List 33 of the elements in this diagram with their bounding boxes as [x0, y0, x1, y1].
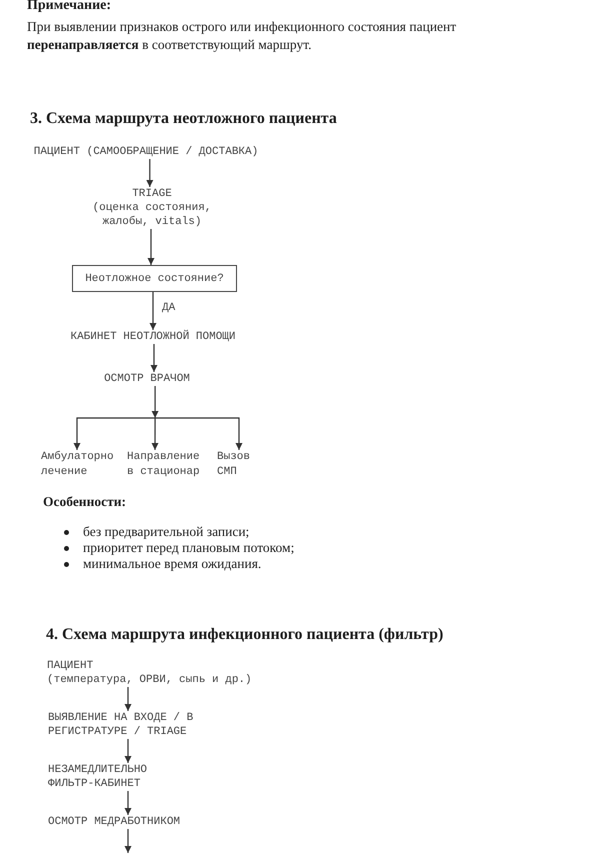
arrow: [148, 229, 154, 265]
arrow: [124, 829, 132, 853]
step-label: ВЫЯВЛЕНИЕ НА ВХОДЕ / В РЕГИСТРАТУРЕ / TRIAGE: [48, 711, 200, 739]
step-label: ОСМОТР ВРАЧОМ: [104, 372, 190, 386]
list-item: минимальное время ожидания.: [83, 556, 262, 572]
note-paragraph: При выявлении признаков острого или инфекционного состояния пациент перенаправляется в соответствующий маршрут.: [27, 18, 458, 54]
arrow: [146, 159, 154, 187]
edge-label: ДА: [161, 302, 176, 314]
arrow: [124, 687, 132, 711]
list-heading: Особенности:: [43, 494, 126, 510]
step-label: ПАЦИЕНТ (температура, ОРВИ, сыпь и др.): [47, 659, 252, 687]
arrow: [150, 292, 156, 330]
step-label: ОСМОТР МЕДРАБОТНИКОМ: [48, 815, 180, 829]
arrow: [152, 386, 159, 418]
list-item: без предварительной записи;: [83, 524, 250, 540]
section-heading: 3. Схема маршрута неотложного пациента: [30, 109, 337, 129]
step-label: ПАЦИЕНТ (САМООБРАЩЕНИЕ / ДОСТАВКА): [34, 145, 258, 159]
arrow: [74, 417, 156, 450]
arrow: [155, 417, 242, 450]
outcome-label: Направление в стационар: [127, 450, 206, 480]
step-label: КАБИНЕТ НЕОТЛОЖНОЙ ПОМОЩИ: [70, 330, 236, 344]
list-item: приоритет перед плановым потоком;: [83, 540, 294, 556]
outcome-label: Вызов СМП: [217, 450, 257, 480]
step-label: TRIAGE (оценка состояния, жалобы, vitals): [86, 187, 218, 229]
decision-box: Неотложное состояние?: [72, 265, 237, 292]
step-label: НЕЗАМЕДЛИТЕЛЬНО ФИЛЬТР-КАБИНЕТ: [48, 763, 154, 791]
arrow: [124, 739, 132, 763]
arrow: [124, 791, 132, 815]
note-heading: Примечание:: [27, 0, 112, 14]
outcome-label: Амбулаторно лечение: [41, 450, 114, 480]
arrow: [150, 344, 158, 372]
arrow: [152, 418, 159, 450]
section-heading: 4. Схема маршрута инфекционного пациента (фильтр): [46, 625, 444, 645]
